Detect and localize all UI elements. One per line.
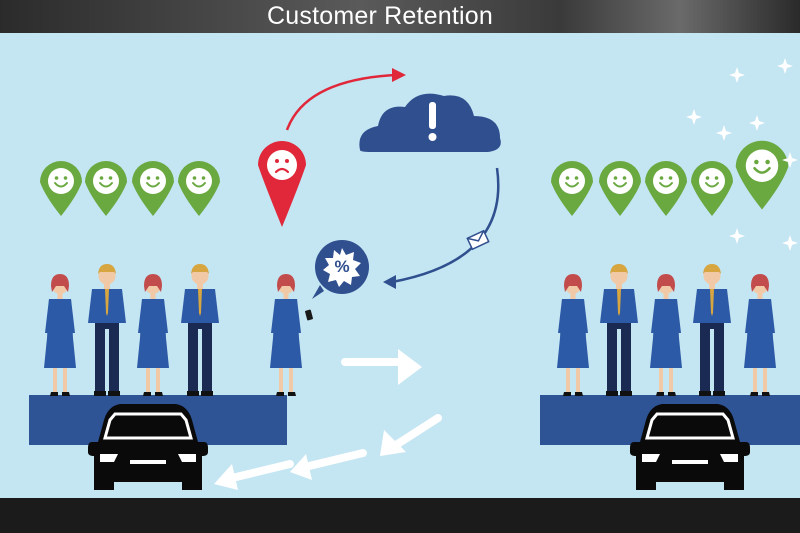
car-front-icon xyxy=(628,402,752,492)
sparkle-icon xyxy=(777,58,793,74)
arrow-down-left-icon xyxy=(380,414,442,456)
sparkle-icon xyxy=(729,228,745,244)
man-figure xyxy=(181,264,219,396)
alert-cloud-icon xyxy=(359,93,501,152)
sparkle-icon xyxy=(729,67,745,83)
happy-face-pin-icon xyxy=(643,115,690,217)
woman-figure xyxy=(137,274,169,396)
sparkle-icon xyxy=(749,115,765,131)
happy-face-pin-icon xyxy=(733,83,791,211)
envelope-icon xyxy=(466,229,490,251)
svg-text:%: % xyxy=(334,257,349,276)
sparkle-icon xyxy=(686,109,702,125)
happy-face-pin-icon xyxy=(597,115,644,217)
percent-badge-icon: % xyxy=(312,240,369,299)
slide-footer-bar xyxy=(0,498,800,533)
slide-title: Customer Retention xyxy=(267,2,493,30)
right-happy-pins xyxy=(549,83,791,217)
red-curved-arrow xyxy=(285,68,406,131)
slide-title-bar: Customer Retention xyxy=(0,0,800,33)
arrow-right-icon xyxy=(341,349,422,385)
illustration-scene: % xyxy=(0,33,800,498)
sparkle-icon xyxy=(782,235,798,251)
happy-face-pin-icon xyxy=(689,115,736,217)
man-figure xyxy=(600,264,638,396)
happy-face-pin-icon xyxy=(38,115,85,217)
left-people xyxy=(44,264,219,396)
sparkle-icon xyxy=(716,125,732,141)
woman-figure xyxy=(650,274,682,396)
happy-face-pin-icon xyxy=(83,115,130,217)
blue-curved-arrow xyxy=(383,167,500,289)
white-arrows xyxy=(214,349,442,490)
woman-figure xyxy=(557,274,589,396)
leaving-customer-figure xyxy=(270,274,313,396)
retention-illustration: % xyxy=(29,58,800,492)
arrow-left-icon xyxy=(290,449,367,480)
man-figure xyxy=(88,264,126,396)
car-front-icon xyxy=(86,402,210,492)
happy-face-pin-icon xyxy=(176,115,223,217)
left-happy-pins xyxy=(38,115,223,217)
woman-figure xyxy=(44,274,76,396)
right-people xyxy=(557,264,776,396)
woman-figure xyxy=(744,274,776,396)
sad-face-pin-icon xyxy=(258,141,306,227)
happy-face-pin-icon xyxy=(549,115,596,217)
arrow-left-icon xyxy=(214,460,294,490)
man-figure xyxy=(693,264,731,396)
happy-face-pin-icon xyxy=(130,115,177,217)
